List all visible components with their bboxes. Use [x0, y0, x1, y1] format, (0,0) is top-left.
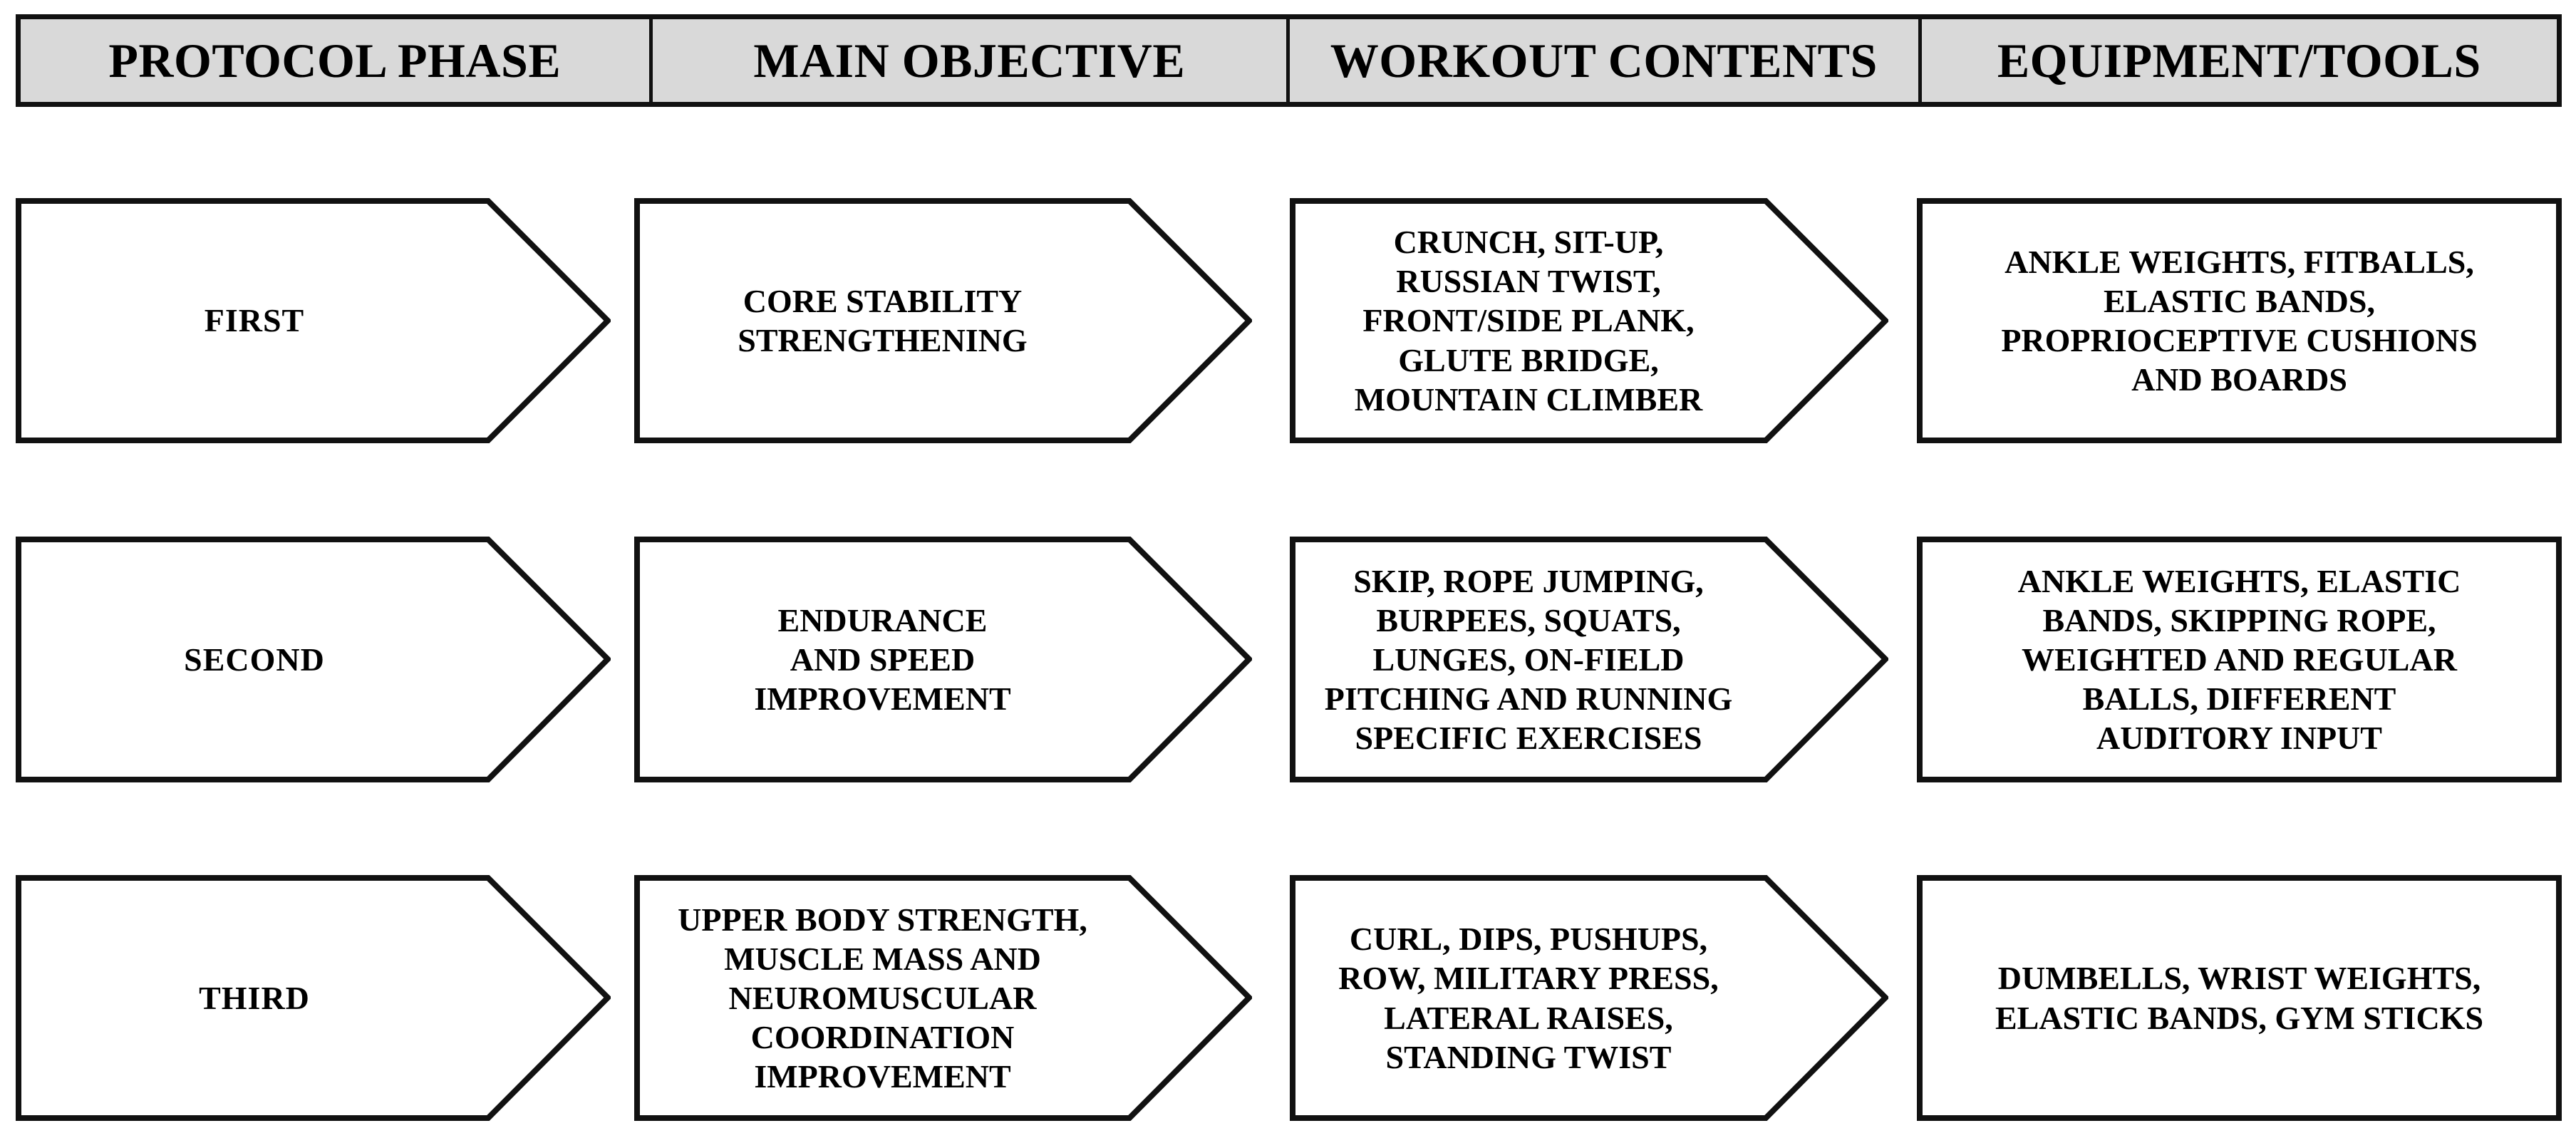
chevron-shape-icon: [16, 198, 611, 443]
column-header-protocol-phase: PROTOCOL PHASE: [21, 19, 653, 102]
column-header-label: WORKOUT CONTENTS: [1330, 33, 1878, 88]
chevron-shape-icon: [634, 198, 1252, 443]
chevron-protocol-phase-second: SECOND: [16, 537, 611, 782]
rectangle-equipment-tools-first: ANKLE WEIGHTS, FITBALLS, ELASTIC BANDS, …: [1917, 198, 2562, 443]
rectangle-shape-icon: [1917, 198, 2562, 443]
chevron-shape-icon: [634, 875, 1252, 1121]
chevron-shape-icon: [16, 537, 611, 782]
chevron-main-objective-second: ENDURANCE AND SPEED IMPROVEMENT: [634, 537, 1252, 782]
chevron-protocol-phase-first: FIRST: [16, 198, 611, 443]
chevron-shape-icon: [634, 537, 1252, 782]
chevron-main-objective-first: CORE STABILITY STRENGTHENING: [634, 198, 1252, 443]
column-header-equipment-tools: EQUIPMENT/TOOLS: [1922, 19, 2557, 102]
chevron-shape-icon: [16, 875, 611, 1121]
chevron-workout-contents-first: CRUNCH, SIT-UP, RUSSIAN TWIST, FRONT/SID…: [1290, 198, 1888, 443]
column-header-label: EQUIPMENT/TOOLS: [1997, 33, 2481, 88]
table-header-row: PROTOCOL PHASE MAIN OBJECTIVE WORKOUT CO…: [16, 14, 2562, 107]
chevron-shape-icon: [1290, 537, 1888, 782]
column-header-main-objective: MAIN OBJECTIVE: [653, 19, 1290, 102]
rectangle-shape-icon: [1917, 875, 2562, 1121]
column-header-label: PROTOCOL PHASE: [108, 33, 562, 88]
chevron-protocol-phase-third: THIRD: [16, 875, 611, 1121]
rectangle-shape-icon: [1917, 537, 2562, 782]
chevron-workout-contents-third: CURL, DIPS, PUSHUPS, ROW, MILITARY PRESS…: [1290, 875, 1888, 1121]
rectangle-equipment-tools-third: DUMBELLS, WRIST WEIGHTS, ELASTIC BANDS, …: [1917, 875, 2562, 1121]
chevron-workout-contents-second: SKIP, ROPE JUMPING, BURPEES, SQUATS, LUN…: [1290, 537, 1888, 782]
chevron-shape-icon: [1290, 875, 1888, 1121]
chevron-shape-icon: [1290, 198, 1888, 443]
column-header-workout-contents: WORKOUT CONTENTS: [1290, 19, 1922, 102]
column-header-label: MAIN OBJECTIVE: [753, 33, 1186, 88]
chevron-main-objective-third: UPPER BODY STRENGTH, MUSCLE MASS AND NEU…: [634, 875, 1252, 1121]
rectangle-equipment-tools-second: ANKLE WEIGHTS, ELASTIC BANDS, SKIPPING R…: [1917, 537, 2562, 782]
